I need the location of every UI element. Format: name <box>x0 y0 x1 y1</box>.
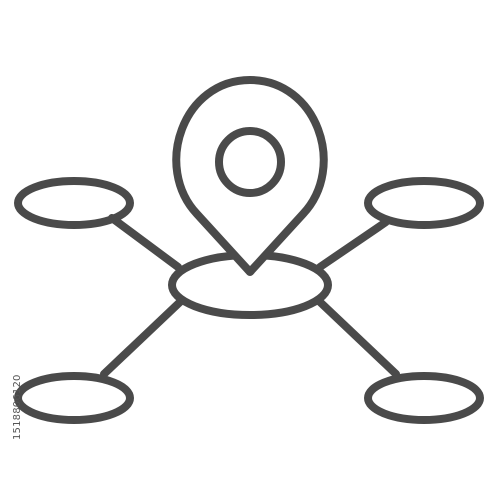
stock-id-text: 1518806120 <box>12 374 23 440</box>
node-top-left <box>14 177 134 229</box>
connector-line-top-left <box>108 214 182 271</box>
node-bottom-left <box>14 372 134 424</box>
connector-line-top-right <box>316 218 390 271</box>
node-bottom-right <box>364 372 484 424</box>
map-pin-outline <box>172 76 328 276</box>
map-pin-hole <box>215 127 285 197</box>
node-top-right <box>364 177 484 229</box>
connector-line-bottom-left <box>100 298 184 378</box>
connector-line-bottom-right <box>316 298 400 378</box>
